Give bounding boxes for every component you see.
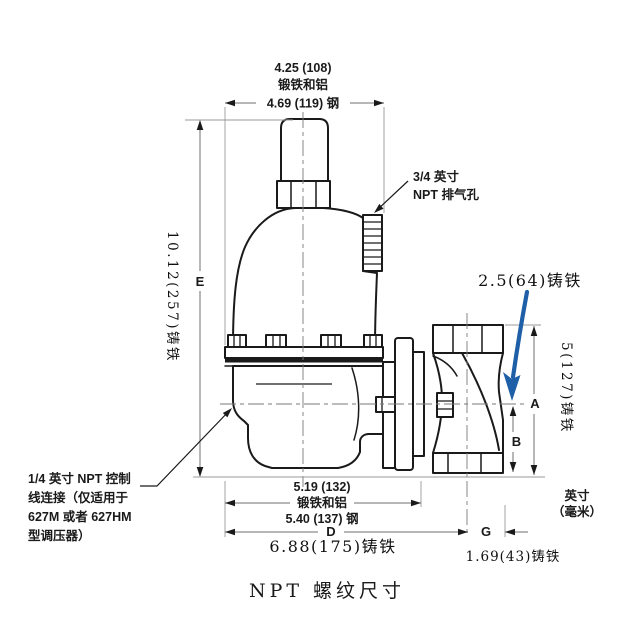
vent-callout-line1: 3/4 英寸	[413, 169, 459, 184]
vent-leader-line	[375, 180, 409, 212]
blue-pointer-arrow	[503, 289, 530, 401]
outlet-body-right-edge	[497, 352, 504, 454]
units-note-mm: （毫米）	[552, 504, 602, 519]
diagram-title: NPT 螺纹尺寸	[249, 580, 405, 602]
dim-label-A: A	[530, 396, 540, 411]
centerlines	[220, 112, 524, 537]
dim-width-steel: 5.40 (137) 钢	[286, 511, 359, 526]
control-note-line2: 线连接（仅适用于	[28, 490, 129, 505]
control-note-line4: 型调压器）	[28, 528, 91, 543]
spring-case	[232, 207, 378, 348]
dim-top-material: 锻铁和铝	[278, 77, 328, 92]
control-note-line3: 627M 或者 627HM	[28, 509, 132, 524]
diaphragm-flange	[224, 346, 384, 359]
callout-b-dimension: 2.5(64)铸铁	[478, 271, 582, 290]
outlet-top-hex-faces	[452, 324, 483, 354]
outlet-bottom-hex-faces	[447, 452, 482, 474]
dimension-lines	[185, 99, 545, 537]
body-inner-curve	[351, 367, 360, 441]
union-coupling-lines	[437, 400, 453, 410]
diaphragm-gasket	[225, 358, 383, 363]
outlet-body-diagonal	[461, 352, 500, 451]
outlet-shoulder-curve	[432, 355, 458, 377]
union-stud	[375, 396, 396, 413]
outlet-union-assembly	[375, 324, 504, 474]
dim-offset-cast-iron: 1.69(43)铸铁	[466, 549, 561, 565]
dim-outlet-height-cast-iron: 5(127)铸铁	[558, 342, 574, 434]
vent-ribs	[363, 221, 382, 265]
valve-body	[232, 365, 384, 469]
dim-label-G: G	[481, 524, 491, 539]
closing-cap	[280, 118, 329, 182]
control-leader-arrow	[222, 408, 232, 418]
dim-width-material: 锻铁和铝	[297, 495, 347, 510]
dim-top-value: 4.25 (108)	[275, 61, 332, 75]
outlet-nipple	[382, 361, 396, 469]
dim-width-cast-iron: 6.88(175)铸铁	[269, 537, 396, 556]
regulator-front-view	[224, 118, 396, 469]
outlet-top-hex	[432, 324, 504, 354]
control-note-line1: 1/4 英寸 NPT 控制	[28, 471, 131, 486]
dim-width-value: 5.19 (132)	[294, 480, 351, 494]
dim-height-cast-iron: 10.12(257)铸铁	[164, 231, 180, 363]
dim-label-E: E	[196, 274, 205, 289]
dim-top-steel: 4.69 (119) 钢	[267, 96, 339, 111]
dim-label-D: D	[326, 524, 335, 539]
units-note-inch: 英寸	[564, 488, 590, 503]
leader-lines	[140, 180, 409, 487]
control-leader-line	[140, 409, 231, 487]
outlet-body-fill	[433, 353, 503, 453]
outlet-bottom-hex	[432, 452, 504, 474]
text-labels: 4.25 (108) 锻铁和铝 4.69 (119) 钢 10.12(257)铸…	[28, 61, 602, 602]
union-coupling-hex	[436, 392, 454, 418]
hex-locknut-faces	[290, 180, 317, 209]
dimension-arrowheads	[196, 99, 538, 536]
vent-leader-arrow	[374, 203, 384, 213]
vent-callout-line2: NPT 排气孔	[413, 187, 479, 202]
blue-arrow-head	[503, 372, 521, 401]
hex-locknut	[276, 180, 331, 209]
flange-bolts	[227, 334, 383, 348]
blue-arrow-shaft	[510, 289, 530, 380]
dim-label-B: B	[512, 434, 521, 449]
